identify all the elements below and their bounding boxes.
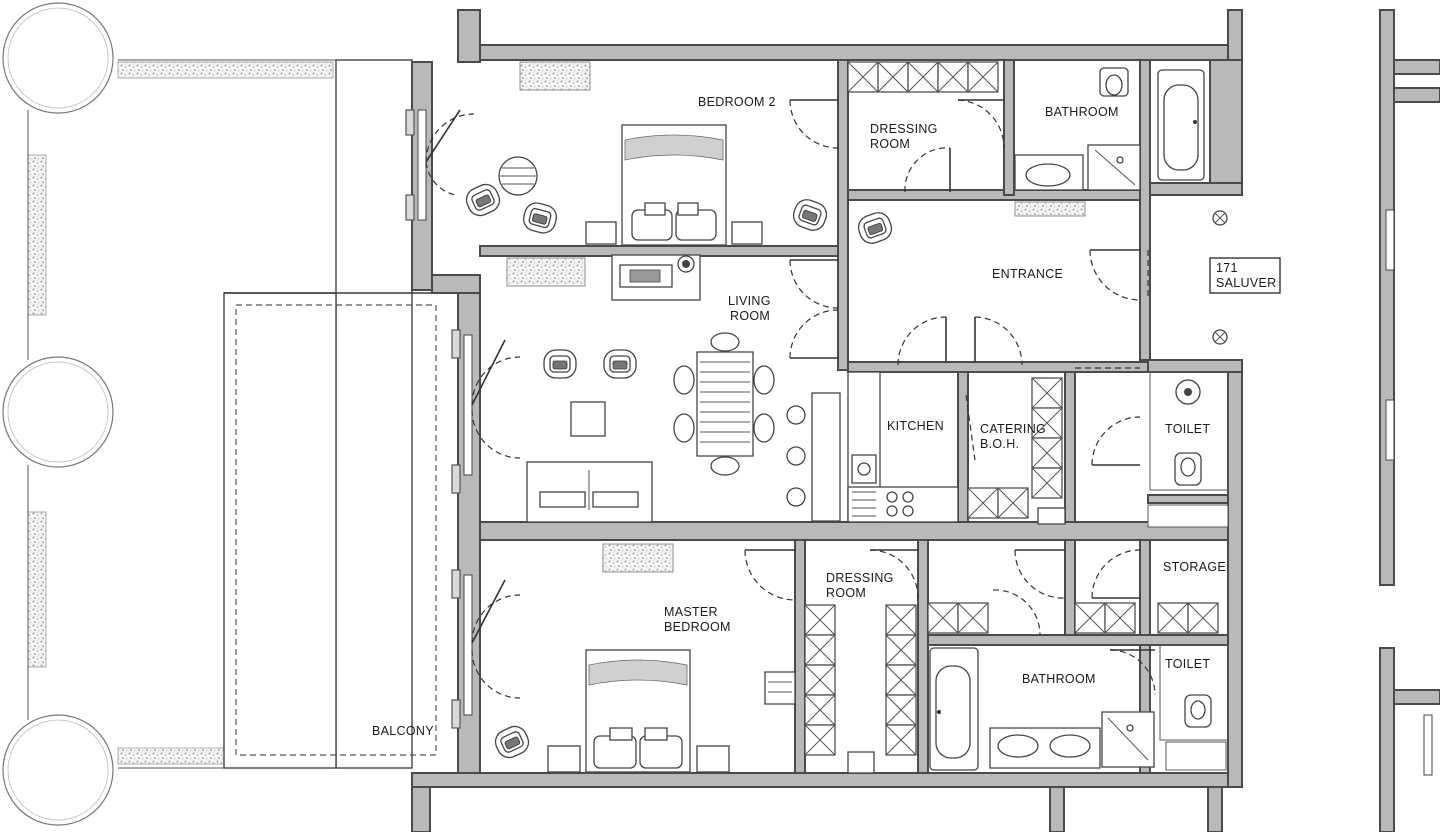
hedge (117, 61, 334, 79)
hedge (27, 154, 47, 316)
bathroom-top-fixtures (1014, 67, 1205, 217)
rug (506, 257, 586, 287)
label-kitchen: KITCHEN (887, 419, 944, 433)
dining-table-icon (673, 332, 775, 476)
label-boh: B.O.H. (980, 437, 1019, 451)
walls (411, 9, 1440, 832)
stove-icon (847, 486, 959, 523)
tree-icon (2, 2, 114, 114)
label-bathroom-bottom: BATHROOM (1022, 672, 1096, 686)
room-labels: BEDROOM 2 DRESSING ROOM BATHROOM ENTRANC… (372, 95, 1226, 738)
kitchen-fixtures (847, 371, 959, 523)
apartment-name: SALUVER (1216, 276, 1276, 290)
shower-icon (1087, 144, 1141, 191)
apartment-sign (1209, 257, 1281, 294)
label-living-room-2: ROOM (730, 309, 770, 323)
armchair-icon (543, 349, 577, 379)
lamp-icon (1212, 329, 1228, 345)
toilet-bottom-fixtures (1159, 644, 1229, 771)
armchair-icon (603, 349, 637, 379)
apartment-number: 171 (1216, 261, 1238, 275)
armchair-icon (520, 199, 560, 237)
label-toilet-top: TOILET (1165, 422, 1210, 436)
label-master-bedroom-2: BEDROOM (664, 620, 731, 634)
bathroom-bottom-fixtures (929, 647, 1155, 771)
dressing-top-furniture (847, 61, 999, 93)
stool-icon (786, 405, 806, 425)
stool-icon (786, 446, 806, 466)
label-toilet-bottom: TOILET (1165, 657, 1210, 671)
label-entrance: ENTRANCE (992, 267, 1063, 281)
label-catering: CATERING (980, 422, 1046, 436)
dressing-bottom-storage (804, 602, 1219, 774)
label-bedroom-2: BEDROOM 2 (698, 95, 776, 109)
armchair-icon (490, 721, 534, 763)
tree-icon (2, 714, 114, 826)
balcony (223, 59, 460, 769)
label-storage: STORAGE (1163, 560, 1226, 574)
rug (602, 543, 674, 573)
hedge (27, 511, 47, 668)
living-room-furniture (506, 254, 841, 523)
armchair-icon (789, 195, 831, 235)
desk-icon (764, 671, 796, 705)
rug (519, 61, 591, 91)
bedroom-2-furniture (461, 61, 896, 248)
tree-icon (2, 356, 114, 468)
label-balcony: BALCONY (372, 724, 434, 738)
label-living-room: LIVING (728, 294, 771, 308)
counter (811, 392, 841, 522)
windows (405, 109, 1433, 776)
label-bathroom-top: BATHROOM (1045, 105, 1119, 119)
toilet-top-fixtures (1149, 371, 1229, 491)
coffee-table-icon (570, 401, 606, 437)
label-dressing-room-bottom: DRESSING (826, 571, 894, 585)
entrance-fixtures: 171 SALUVER (1209, 210, 1281, 345)
armchair-icon (461, 179, 505, 221)
lamp-icon (1212, 210, 1228, 226)
armchair-icon (854, 208, 896, 248)
label-master-bedroom: MASTER (664, 605, 718, 619)
label-dressing-room-top-2: ROOM (870, 137, 910, 151)
label-dressing-room-bottom-2: ROOM (826, 586, 866, 600)
catering-storage (967, 377, 1066, 525)
label-dressing-room-top: DRESSING (870, 122, 938, 136)
stool-icon (786, 487, 806, 507)
master-bedroom-furniture (490, 543, 796, 773)
doors (425, 99, 1156, 699)
